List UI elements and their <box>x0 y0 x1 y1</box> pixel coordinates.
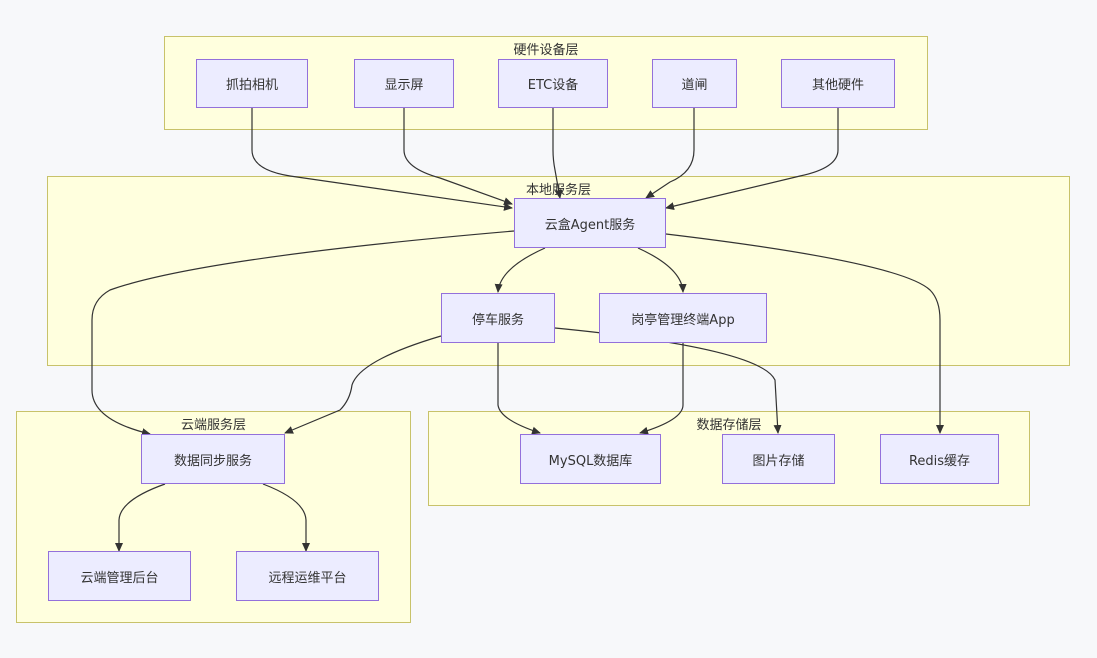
node-redis-cache[interactable]: Redis缓存 <box>880 434 999 484</box>
node-data-sync-service[interactable]: 数据同步服务 <box>141 434 285 484</box>
cluster-label-storage: 数据存储层 <box>696 418 762 433</box>
node-booth-terminal-app[interactable]: 岗亭管理终端App <box>599 293 767 343</box>
edge-parking-image <box>554 327 782 434</box>
node-barrier-gate[interactable]: 道闸 <box>652 59 737 108</box>
node-display-screen[interactable]: 显示屏 <box>354 59 454 108</box>
edge-display-agent <box>403 108 513 206</box>
node-cloud-admin[interactable]: 云端管理后台 <box>48 551 191 601</box>
edge-sync-remote <box>262 483 310 552</box>
node-image-storage[interactable]: 图片存储 <box>722 434 835 484</box>
node-remote-ops[interactable]: 远程运维平台 <box>236 551 379 601</box>
node-mysql-db[interactable]: MySQL数据库 <box>520 434 661 484</box>
edge-booth-mysql <box>639 343 684 435</box>
edge-parking-sync <box>284 335 442 434</box>
edge-agent-sync <box>91 230 515 437</box>
edge-parking-mysql <box>497 343 541 435</box>
cluster-label-hardware: 硬件设备层 <box>513 43 579 58</box>
edge-camera-agent <box>251 108 513 211</box>
node-other-hardware[interactable]: 其他硬件 <box>781 59 895 108</box>
edge-sync-admin <box>115 483 166 552</box>
edge-agent-redis <box>665 233 944 434</box>
edge-etc-agent <box>552 108 563 199</box>
edge-agent-parking <box>494 247 546 293</box>
node-cloudbox-agent[interactable]: 云盒Agent服务 <box>514 198 666 248</box>
cluster-label-cloud: 云端服务层 <box>180 418 246 433</box>
node-parking-service[interactable]: 停车服务 <box>441 293 555 343</box>
edge-agent-booth <box>637 247 687 293</box>
edge-gate-agent <box>645 108 695 199</box>
edge-other-agent <box>665 108 839 211</box>
node-capture-camera[interactable]: 抓拍相机 <box>196 59 308 108</box>
node-etc-device[interactable]: ETC设备 <box>498 59 608 108</box>
